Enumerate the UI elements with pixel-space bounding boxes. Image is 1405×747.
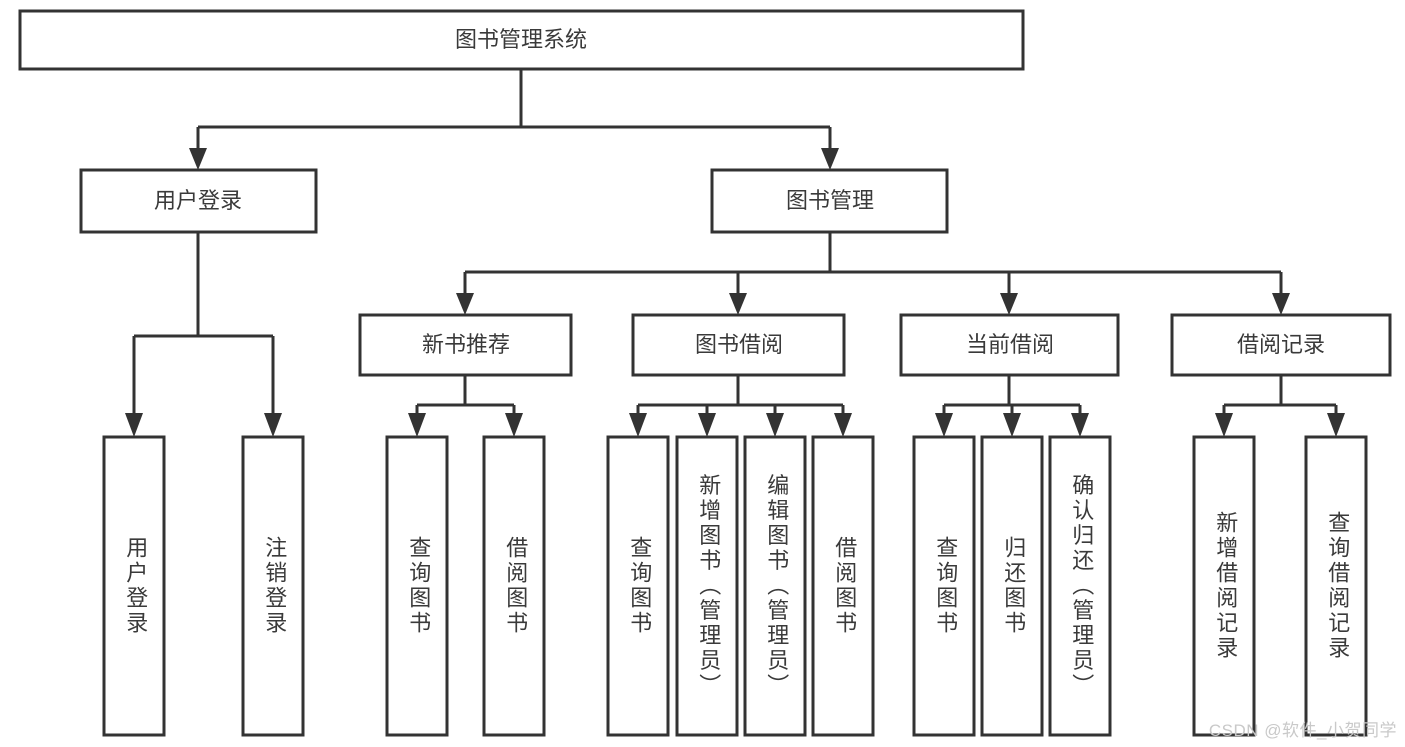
- node-leaf-user-login-label: 用户登录: [123, 536, 148, 636]
- node-root-system[interactable]: 图书管理系统: [18, 9, 1025, 71]
- node-book-borrow[interactable]: 图书借阅: [631, 313, 846, 377]
- node-new-book-recommend-box[interactable]: [358, 313, 573, 377]
- arrowhead-user-login: [189, 148, 207, 170]
- node-leaf-query-book-rec-box[interactable]: [385, 435, 449, 737]
- arrowhead-new-book-rec: [456, 293, 474, 315]
- node-root-system-label: 图书管理系统: [455, 27, 587, 52]
- node-user-login-label: 用户登录: [154, 188, 242, 213]
- node-leaf-edit-book-admin[interactable]: 编辑图书（管理员）: [743, 435, 807, 737]
- node-leaf-query-book-rec[interactable]: 查询图书: [385, 435, 449, 737]
- node-user-login-box[interactable]: [79, 168, 318, 234]
- node-leaf-add-borrow-record[interactable]: 新增借阅记录: [1192, 435, 1256, 737]
- node-leaf-borrow-book-borrow-label: 借阅图书: [832, 536, 857, 636]
- node-new-book-recommend-label: 新书推荐: [422, 332, 510, 357]
- arrowhead-leaf-return-book: [1003, 413, 1021, 437]
- node-leaf-add-book-admin-label: 新增图书（管理员）: [696, 474, 721, 699]
- node-leaf-query-borrow-record-box[interactable]: [1304, 435, 1368, 737]
- arrowhead-book-borrow: [729, 293, 747, 315]
- node-book-management-box[interactable]: [710, 168, 949, 234]
- arrowhead-book-mgmt: [821, 148, 839, 170]
- arrowhead-leaf-query-book-1: [408, 413, 426, 437]
- arrowhead-current-borrow: [1000, 293, 1018, 315]
- node-leaf-query-book-borrow-box[interactable]: [606, 435, 670, 737]
- arrowhead-borrow-record: [1272, 293, 1290, 315]
- arrowhead-leaf-query-book-3: [935, 413, 953, 437]
- node-book-borrow-box[interactable]: [631, 313, 846, 377]
- connector-layer: [125, 70, 1345, 437]
- arrowhead-leaf-query-record: [1327, 413, 1345, 437]
- arrowhead-leaf-edit-book: [766, 413, 784, 437]
- node-leaf-confirm-return-admin-label: 确认归还（管理员）: [1069, 474, 1094, 699]
- node-leaf-add-book-admin[interactable]: 新增图书（管理员）: [675, 435, 739, 737]
- node-leaf-edit-book-admin-label: 编辑图书（管理员）: [764, 474, 789, 699]
- node-leaf-query-borrow-record[interactable]: 查询借阅记录: [1304, 435, 1368, 737]
- node-leaf-query-book-borrow-label: 查询图书: [627, 536, 652, 636]
- node-leaf-borrow-book-borrow-box[interactable]: [811, 435, 875, 737]
- node-leaf-query-book-rec-label: 查询图书: [406, 536, 431, 636]
- node-leaf-logout-label: 注销登录: [262, 536, 287, 636]
- node-leaf-borrow-book-rec[interactable]: 借阅图书: [482, 435, 546, 737]
- arrowhead-leaf-borrow-book-1: [505, 413, 523, 437]
- node-leaf-borrow-book-borrow[interactable]: 借阅图书: [811, 435, 875, 737]
- node-leaf-query-book-current[interactable]: 查询图书: [912, 435, 976, 737]
- node-leaf-borrow-book-rec-box[interactable]: [482, 435, 546, 737]
- arrowhead-leaf-user-login: [125, 413, 143, 437]
- arrowhead-leaf-add-record: [1215, 413, 1233, 437]
- node-leaf-add-borrow-record-box[interactable]: [1192, 435, 1256, 737]
- node-root-system-box[interactable]: [18, 9, 1025, 71]
- node-leaf-logout[interactable]: 注销登录: [241, 435, 305, 737]
- node-borrow-record[interactable]: 借阅记录: [1170, 313, 1392, 377]
- node-leaf-user-login-box[interactable]: [102, 435, 166, 737]
- node-leaf-return-book[interactable]: 归还图书: [980, 435, 1044, 737]
- arrowhead-leaf-confirm-return: [1071, 413, 1089, 437]
- node-leaf-add-book-admin-box[interactable]: [675, 435, 739, 737]
- node-leaf-add-borrow-record-label: 新增借阅记录: [1213, 511, 1238, 661]
- node-leaf-confirm-return-admin-box[interactable]: [1048, 435, 1112, 737]
- node-book-management[interactable]: 图书管理: [710, 168, 949, 234]
- node-new-book-recommend[interactable]: 新书推荐: [358, 313, 573, 377]
- node-book-borrow-label: 图书借阅: [695, 332, 783, 357]
- node-borrow-record-box[interactable]: [1170, 313, 1392, 377]
- node-leaf-confirm-return-admin[interactable]: 确认归还（管理员）: [1048, 435, 1112, 737]
- node-leaf-user-login[interactable]: 用户登录: [102, 435, 166, 737]
- node-borrow-record-label: 借阅记录: [1237, 332, 1325, 357]
- node-leaf-query-book-current-label: 查询图书: [933, 536, 958, 636]
- node-user-login[interactable]: 用户登录: [79, 168, 318, 234]
- node-leaf-edit-book-admin-box[interactable]: [743, 435, 807, 737]
- node-current-borrow-label: 当前借阅: [966, 332, 1054, 357]
- arrowhead-leaf-logout: [264, 413, 282, 437]
- watermark-text: CSDN @软件_小贺同学: [1208, 721, 1397, 740]
- arrowhead-leaf-borrow-book-2: [834, 413, 852, 437]
- node-leaf-return-book-box[interactable]: [980, 435, 1044, 737]
- node-leaf-return-book-label: 归还图书: [1001, 536, 1026, 636]
- node-current-borrow[interactable]: 当前借阅: [899, 313, 1120, 377]
- arrowhead-leaf-add-book: [698, 413, 716, 437]
- node-book-management-label: 图书管理: [786, 188, 874, 213]
- arrowhead-leaf-query-book-2: [629, 413, 647, 437]
- node-current-borrow-box[interactable]: [899, 313, 1120, 377]
- node-leaf-query-borrow-record-label: 查询借阅记录: [1325, 511, 1350, 661]
- node-leaf-borrow-book-rec-label: 借阅图书: [503, 536, 528, 636]
- node-leaf-query-book-borrow[interactable]: 查询图书: [606, 435, 670, 737]
- node-leaf-logout-box[interactable]: [241, 435, 305, 737]
- node-leaf-query-book-current-box[interactable]: [912, 435, 976, 737]
